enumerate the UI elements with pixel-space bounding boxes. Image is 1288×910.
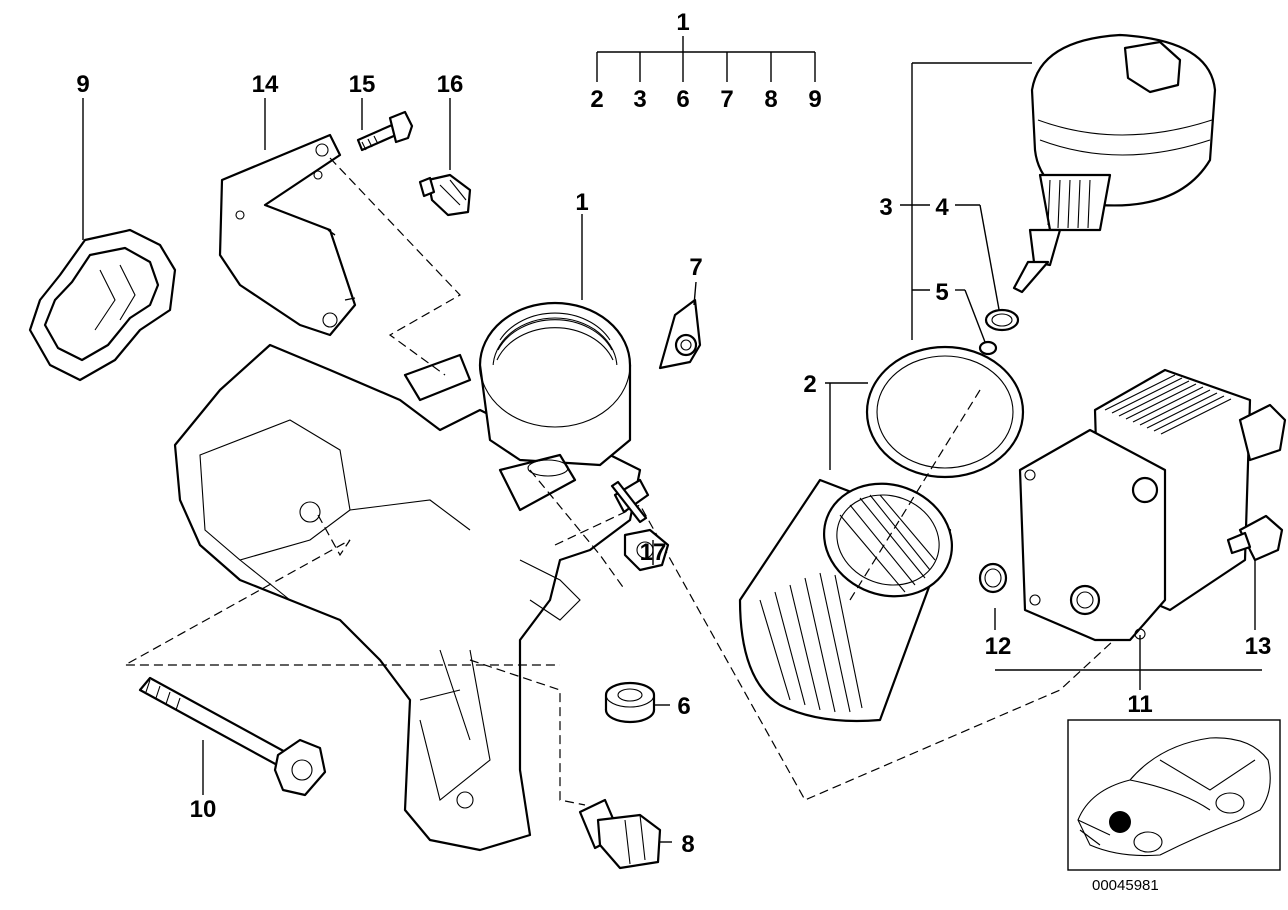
callout-5: 5 <box>935 279 948 306</box>
locator-marker <box>1109 811 1131 833</box>
assembly-lines-left <box>122 157 1196 806</box>
filter-housing-part <box>173 301 642 852</box>
filter-cap-part <box>1012 33 1217 294</box>
callout-10: 10 <box>190 796 217 823</box>
callout-9: 9 <box>76 71 89 98</box>
leader-7 <box>693 281 697 306</box>
callout-17: 17 <box>640 539 667 566</box>
filter-element-part <box>738 478 954 723</box>
grommet-6-part <box>604 681 656 724</box>
filter-gasket-part <box>865 345 1025 479</box>
callout-6: 6 <box>677 693 690 720</box>
callout-1-top: 1 <box>676 9 689 36</box>
callout-14: 14 <box>252 71 279 98</box>
oil-cooler-part <box>1018 368 1287 642</box>
locator-inset <box>1067 719 1281 871</box>
callout-16: 16 <box>437 71 464 98</box>
bolt-10-part <box>138 676 327 797</box>
bolt-15-part <box>356 110 414 152</box>
callout-7-top: 7 <box>720 86 733 113</box>
callout-4: 4 <box>935 194 949 221</box>
callout-11: 11 <box>1127 691 1152 718</box>
sensor-8-part <box>578 798 662 870</box>
callout-13: 13 <box>1245 633 1272 660</box>
seal-7-part <box>658 298 702 370</box>
callout-2: 2 <box>803 371 816 398</box>
callout-15: 15 <box>349 71 376 98</box>
o-ring-4-part <box>984 308 1020 332</box>
callout-9-top: 9 <box>808 86 821 113</box>
callout-8: 8 <box>681 831 694 858</box>
callout-1: 1 <box>575 189 588 216</box>
top-group-bracket <box>596 36 816 82</box>
bracket-part <box>218 133 357 337</box>
callout-labels: 1 2 3 6 7 8 9 9 14 15 16 1 7 3 4 5 2 17 … <box>76 9 1271 894</box>
callout-7: 7 <box>689 254 702 281</box>
bracket-11 <box>995 635 1262 690</box>
callout-6-top: 6 <box>676 86 689 113</box>
o-ring-5-part <box>978 340 998 356</box>
callout-3: 3 <box>879 194 892 221</box>
clip-16-part <box>418 173 472 217</box>
right-group-bracket <box>900 62 1032 343</box>
callout-3-top: 3 <box>633 86 646 113</box>
callout-2-top: 2 <box>590 86 603 113</box>
callout-8-top: 8 <box>764 86 777 113</box>
gasket-part <box>28 228 177 382</box>
bolt-13-part <box>1226 514 1284 562</box>
leader-2 <box>825 382 868 470</box>
bolt-17-part <box>610 478 670 572</box>
callout-12: 12 <box>985 633 1012 660</box>
diagram-code: 00045981 <box>1092 877 1159 894</box>
o-ring-12-part <box>978 562 1008 594</box>
